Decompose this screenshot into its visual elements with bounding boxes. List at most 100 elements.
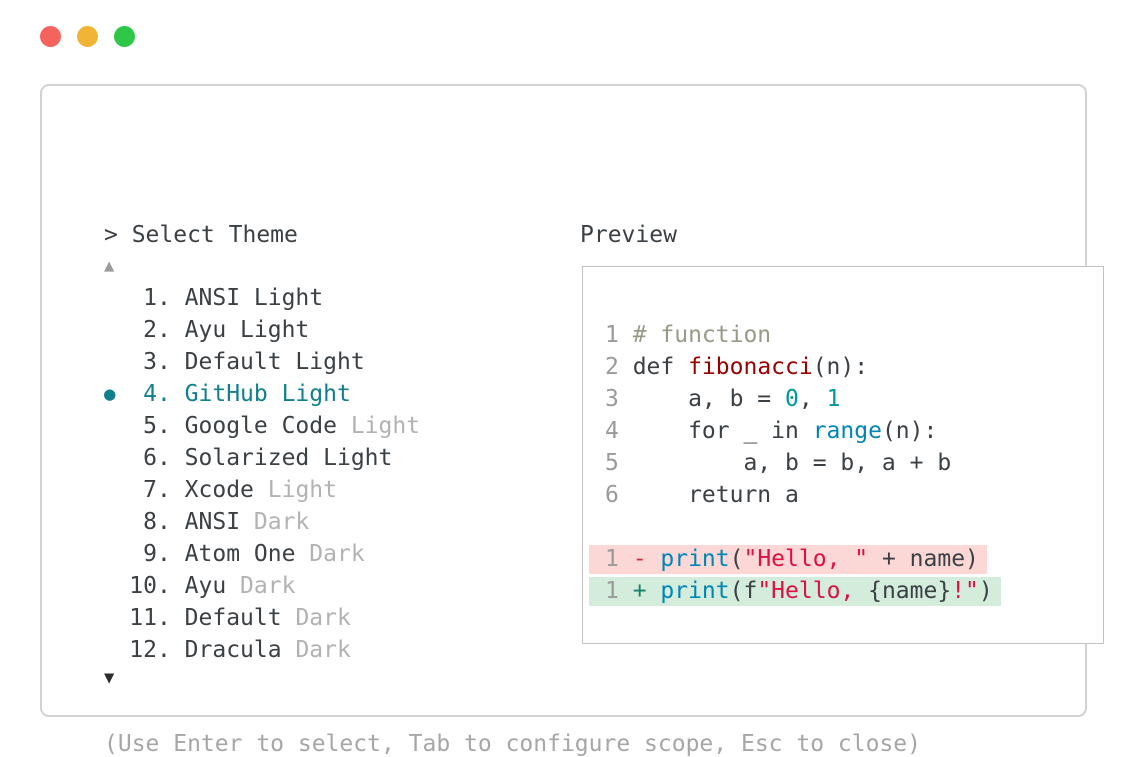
line-number: 2 (605, 354, 619, 380)
token-plain: + name) (868, 546, 979, 572)
code-line-1: 1 # function (589, 319, 1001, 351)
theme-option-label: Xcode Light (184, 477, 337, 503)
token-plain: def (632, 354, 689, 380)
theme-option-label: Atom One Dark (184, 541, 365, 567)
theme-option-label: Solarized Light (184, 445, 393, 471)
token-plain: {name} (868, 578, 952, 604)
scroll-down-icon[interactable]: ▼ (104, 668, 115, 688)
token-number: 1 (826, 386, 841, 412)
code-line-content: 2 def fibonacci(n): (589, 351, 868, 383)
selected-dot-icon: ● (104, 506, 115, 538)
theme-option-label: ANSI Dark (184, 509, 310, 535)
theme-option-ansi-dark[interactable]: ● 8. ANSI Dark (104, 506, 420, 538)
code-block: 1 # function 2 def fibonacci(n): 3 a, b = 0,… (589, 319, 1001, 607)
line-number: 6 (605, 482, 619, 508)
theme-option-ayu-light[interactable]: ● 2. Ayu Light (104, 314, 420, 346)
token-plain: ) (978, 578, 993, 604)
token-string: "Hello, " (743, 546, 869, 572)
code-line-2: 2 def fibonacci(n): (589, 351, 1001, 383)
theme-option-google-code-light[interactable]: ● 5. Google Code Light (104, 410, 420, 442)
token-plain: (f (729, 578, 758, 604)
theme-option-ayu-dark[interactable]: ●10.Ayu Dark (104, 570, 420, 602)
token-string: !" (951, 578, 979, 604)
code-line-content: 4 for _ in range(n): (589, 415, 937, 447)
diff-minus-sign: - (632, 546, 647, 572)
theme-option-variant-dim: Dark (281, 637, 351, 663)
theme-option-number: 2. (143, 317, 171, 343)
selected-dot-icon: ● (104, 314, 115, 346)
theme-option-default-light[interactable]: ● 3. Default Light (104, 346, 420, 378)
code-line-content: 6 return a (589, 479, 799, 511)
selected-dot-icon: ● (104, 383, 116, 405)
theme-option-github-light[interactable]: ● 4. GitHub Light (104, 378, 420, 410)
token-plain: ( (729, 546, 744, 572)
theme-option-label: Ayu Light (184, 317, 310, 343)
theme-option-variant-dim: Dark (295, 541, 365, 567)
code-line-content: 1 # function (589, 319, 771, 351)
theme-option-number: 5. (143, 413, 171, 439)
theme-option-number: 4. (143, 381, 171, 407)
theme-option-variant-dim: Dark (240, 509, 310, 535)
token-plain: a, b = b, a + b (632, 450, 952, 476)
theme-option-number: 1. (143, 285, 171, 311)
token-plain: (n): (812, 354, 869, 380)
code-line-5: 5 a, b = b, a + b (589, 447, 1001, 479)
diff-highlight-band: 1 + print(f"Hello, {name}!") (589, 577, 1001, 606)
theme-option-solarized-light[interactable]: ●6.Solarized Light (104, 442, 420, 474)
theme-option-label: Default Dark (184, 605, 351, 631)
selected-dot-icon: ● (104, 410, 115, 442)
token-function: fibonacci (688, 354, 813, 380)
token-string: "Hello, (757, 578, 869, 604)
preview-title: Preview (580, 222, 677, 248)
line-number: 1 (605, 578, 619, 604)
theme-option-variant-dim: Light (336, 413, 421, 439)
token-builtin: print (660, 546, 730, 572)
token-number: 0 (785, 386, 799, 412)
theme-option-ansi-light[interactable]: ●1.ANSI Light (104, 282, 420, 314)
code-line-content: 5 a, b = b, a + b (589, 447, 951, 479)
theme-option-label: GitHub Light (184, 381, 351, 407)
diff-inserted-line: 1 + print(f"Hello, {name}!") (589, 575, 1001, 607)
code-line-6: 6 return a (589, 479, 1001, 511)
token-plain: , (798, 386, 827, 412)
code-line-content: 3 a, b = 0, 1 (589, 383, 840, 415)
selected-dot-icon: ● (104, 538, 115, 570)
theme-option-number: 8. (143, 509, 171, 535)
theme-option-number: 3. (143, 349, 171, 375)
diff-highlight-band: 1-print("Hello, " + name) (589, 545, 987, 574)
theme-option-label: Default Light (184, 349, 365, 375)
theme-option-number: 7. (143, 477, 171, 503)
preview-pane: 1 # function 2 def fibonacci(n): 3 a, b = 0,… (582, 266, 1104, 644)
line-number: 1 (605, 546, 619, 572)
selected-dot-icon: ● (104, 570, 115, 602)
token-comment: # function (632, 322, 772, 348)
theme-option-xcode-light[interactable]: ●7.Xcode Light (104, 474, 420, 506)
selected-dot-icon: ● (104, 602, 115, 634)
selected-dot-icon: ● (104, 634, 115, 666)
theme-option-number: 12. (129, 637, 171, 663)
close-window-icon[interactable] (40, 26, 61, 47)
token-builtin: print (660, 578, 730, 604)
picker-title: > Select Theme (104, 222, 298, 248)
diff-plus-sign: + (632, 578, 647, 604)
footer-hint: (Use Enter to select, Tab to configure s… (104, 731, 921, 757)
theme-option-dracula-dark[interactable]: ● 12. Dracula Dark (104, 634, 420, 666)
theme-option-label: Dracula Dark (184, 637, 351, 663)
theme-option-label: Google Code Light (184, 413, 421, 439)
selected-dot-icon: ● (104, 346, 115, 378)
token-builtin: range (812, 418, 882, 444)
theme-option-number: 6. (143, 445, 171, 471)
theme-option-label: ANSI Light (184, 285, 324, 311)
theme-option-variant-dim: Light (253, 477, 337, 503)
minimize-window-icon[interactable] (77, 26, 98, 47)
theme-list: ● 1. ANSI Light ● 2. Ayu Light ● 3. Default Ligh… (104, 282, 420, 666)
line-number: 1 (605, 322, 619, 348)
theme-option-variant-dim: Dark (281, 605, 351, 631)
maximize-window-icon[interactable] (114, 26, 135, 47)
theme-option-default-dark[interactable]: ●11.Default Dark (104, 602, 420, 634)
scroll-up-icon[interactable]: ▲ (104, 256, 115, 276)
theme-picker-panel: > Select Theme Preview ▲ ● 1. ANSI Light ● 2… (40, 84, 1104, 757)
theme-option-atom-one-dark[interactable]: ●9.Atom One Dark (104, 538, 420, 570)
diff-deleted-line: 1-print("Hello, " + name) (589, 543, 1001, 575)
theme-option-number: 10. (129, 573, 171, 599)
